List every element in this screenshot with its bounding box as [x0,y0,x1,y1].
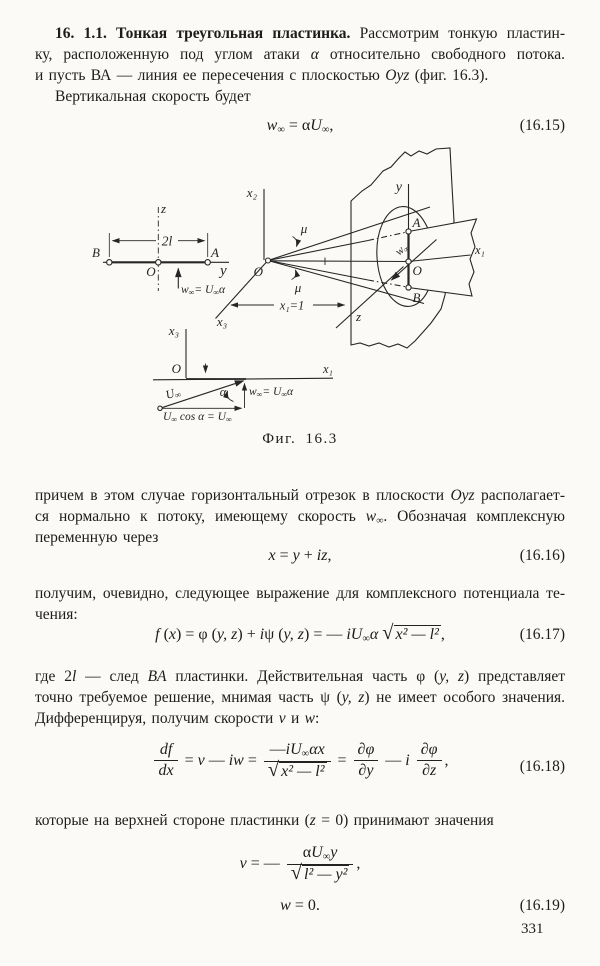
page-number: 331 [521,921,544,937]
label-O: O [146,264,156,279]
x3-axis [215,261,267,319]
x1-center-line [265,260,409,263]
vector-tail-point [157,405,163,412]
point-B-plane [405,284,412,291]
x1-axis-front [408,254,471,263]
label-alpha-side: α [220,385,227,399]
label-x1-side: x₁ [322,362,333,376]
label-2l: 2l [162,234,173,249]
equation-16-17: f (x) = φ (y, z) + iψ (y, z) = — iU∞α √x… [35,622,565,645]
para3-line2: чения: [35,606,78,623]
figure-caption: Фиг. 16.3 [262,431,338,447]
equation-16-19-second: w = 0. (16.19) [35,897,565,915]
label-w-infinity-side: w∞= U∞α [249,386,294,399]
para2-line2: ся нормально к потоку, имеющему скорость… [35,508,565,527]
dimension-ticks [108,233,209,257]
fraction-dphi-dz: ∂φ∂z [416,740,442,782]
label-x3: x₃ [216,314,227,329]
fraction-main: —iU∞αx√x² — l² [263,740,331,783]
label-mu-bottom: μ [294,280,302,295]
para4-line1: где 2l — след BA пластинки. Действительн… [35,668,566,685]
label-y-plane: y [394,180,403,195]
point-A [204,259,211,266]
label-U-cos-alpha: U∞ cos α = U∞ [163,411,232,424]
point-B [106,259,113,266]
para1-line4: Вертикальная скорость будет [55,88,251,105]
cone-generator-bottom [267,259,425,305]
mu-angle-arrow-top [292,236,302,248]
fraction-dphi-dy: ∂φ∂y [353,740,379,782]
equation-16-17-number: (16.17) [519,626,565,643]
equation-16-18-number: (16.18) [519,758,565,775]
label-w-infinity: w∞ [393,240,412,259]
label-A: A [210,245,219,260]
label-O-side: O [172,361,182,376]
equation-16-16-number: (16.16) [519,547,565,564]
label-x1-equals-1: x₁=1 [279,299,305,313]
para3-line1: получим, очевидно, следующее выражение д… [35,585,565,602]
equation-v-body: v = — αU∞y√l² — y², [239,844,361,884]
label-x3-side: x₃ [168,323,179,338]
apex-O [264,257,272,264]
figure-16-3: z 2l B A O y w∞= U∞α x₂ O x₃ x₁= [92,147,485,424]
label-B: B [92,245,100,260]
equation-16-19-number: (16.19) [519,897,565,914]
para4-line3: Дифференцируя, получим скорости v и w: [35,710,320,727]
label-x2: x₂ [246,185,258,200]
label-w-infinity-equation: w∞= U∞α [181,284,226,297]
equation-16-16-body: x = y + iz, [268,547,332,564]
alpha-angle-arrow [223,390,234,402]
label-B-plane: B [413,290,421,305]
label-A-plane: A [412,215,421,230]
label-z: z [160,201,166,216]
fraction-v: αU∞y√l² — y² [286,843,354,886]
point-O-plane [405,258,412,265]
equation-16-15-number: (16.15) [519,117,565,134]
equation-16-17-body: f (x) = φ (y, z) + iψ (y, z) = — iU∞α √x… [155,622,445,645]
label-mu-top: μ [300,221,308,236]
para1-line2: ку, расположенную под углом атаки α отно… [35,46,566,63]
para1-line3: и пусть ВА — линия ее пересечения с плос… [35,67,489,84]
equation-16-15: w∞ = αU∞, (16.15) [35,117,565,136]
equation-16-16: x = y + iz, (16.16) [35,547,565,565]
label-apex-O: O [254,264,264,279]
label-O-plane: O [413,263,423,278]
para1-line1: 16. 1.1. Тонкая треугольная пластинка. Р… [55,25,566,42]
para2-line3: переменную через [35,529,159,546]
label-U-infinity: U∞ [164,384,182,403]
cone-generator-top [267,206,431,262]
para4-line2: точно требуемое решение, мнимая часть ψ … [35,689,565,706]
edge-OA [267,239,369,262]
label-x1-axis: x₁ [474,243,485,257]
velocity-vector-U [159,380,245,409]
mach-cone-diagram [215,147,478,349]
label-y: y [218,263,227,279]
para5-line1: которые на верхней стороне пластинки (z … [35,812,494,829]
velocity-triangle-diagram [152,329,334,412]
para2-line1: причем в этом случае горизонтальный отре… [35,487,565,504]
point-A-plane [405,228,412,235]
edge-OB [267,259,369,281]
plate-front-view-diagram [103,207,229,291]
equation-16-15-body: w∞ = αU∞, [266,117,334,136]
mu-angle-arrow-bottom [291,269,301,280]
equation-w-body: w = 0. [280,897,320,914]
equation-16-19-first: v = — αU∞y√l² — y², [35,843,565,886]
w-infinity-arrow [390,239,437,281]
point-O [155,259,162,266]
label-z-plane: z [355,309,361,324]
